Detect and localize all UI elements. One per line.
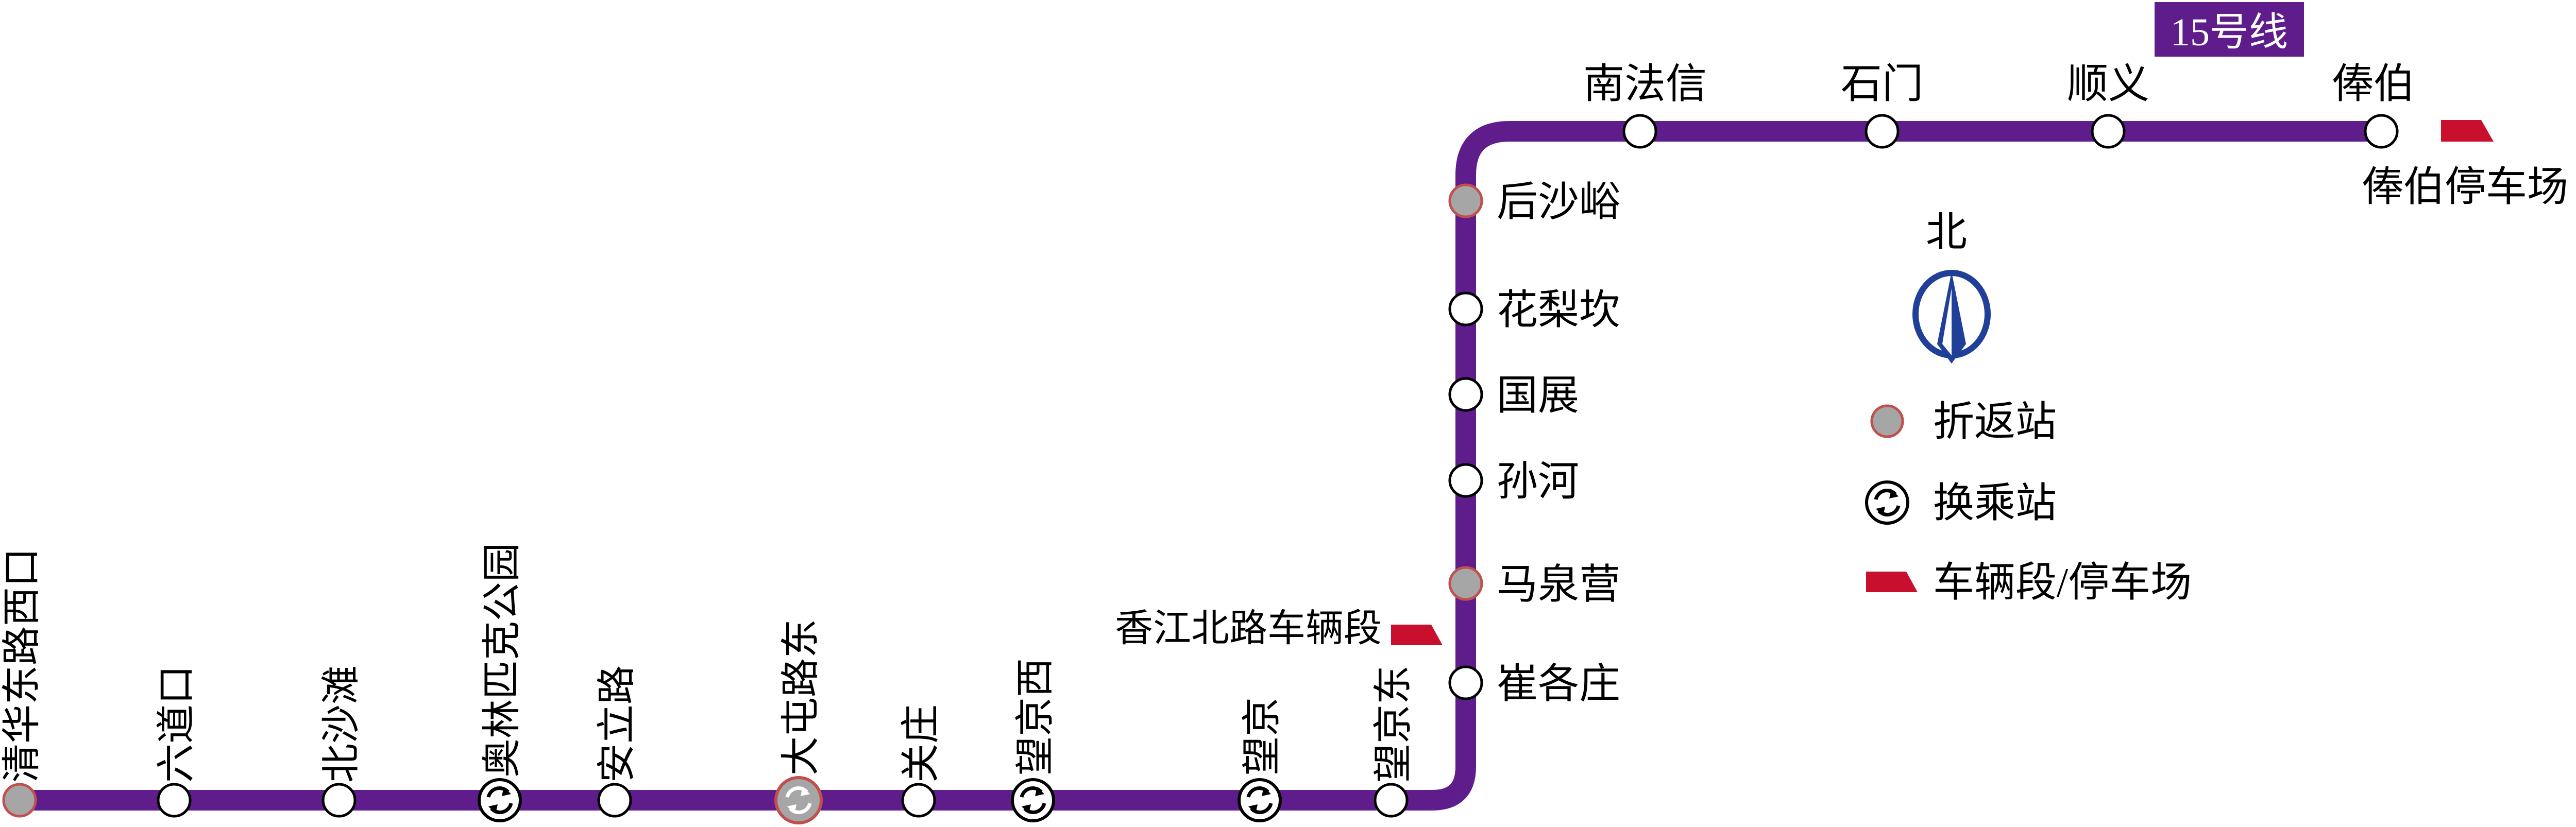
station-olympic-park[interactable]: 奥林匹克公园 [478,543,524,822]
station-datunludong[interactable]: 大屯路东 [774,619,823,824]
depot-icon [2441,120,2494,142]
depot-fengbo[interactable]: 俸伯停车场 [2362,120,2568,210]
line-badge: 15号线 [2155,2,2304,57]
station-dot-icon [1448,665,1483,700]
station-dot-icon [2364,114,2399,149]
station-label: 石门 [1841,62,1923,107]
station-hualikan[interactable]: 花梨坎 [1448,288,1620,333]
legend-label: 折返站 [1933,400,2057,445]
station-label: 大屯路东 [779,619,823,776]
station-dot-icon [1622,114,1657,149]
station-dot-icon [1448,377,1483,412]
legend-label: 车辆段/停车场 [1933,560,2192,606]
station-label: 六道口 [155,665,198,783]
station-wangjingxi[interactable]: 望京西 [1011,658,1057,822]
legend-item-depot: 车辆段/停车场 [1866,560,2192,606]
station-label: 安立路 [596,665,639,783]
transfer-station-icon [1011,778,1055,822]
turnback-station-icon [1448,183,1483,218]
station-sunhe[interactable]: 孙河 [1448,459,1579,505]
station-dot-icon [1448,291,1483,326]
station-label: 崔各庄 [1497,662,1620,707]
station-houshayu[interactable]: 后沙峪 [1448,180,1620,225]
station-dot-icon [901,783,936,818]
legend: 折返站 换乘站 车辆段/停车场 [1865,400,2192,606]
depot-icon [1866,572,1918,592]
station-dot-icon [321,783,357,818]
depot-label: 香江北路车辆段 [1115,608,1382,650]
turnback-station-icon [1448,566,1483,601]
station-nanfaxin[interactable]: 南法信 [1583,62,1707,149]
depot-xiangjiang-beilu[interactable]: 香江北路车辆段 [1115,608,1443,650]
station-dot-icon [1448,463,1483,498]
station-label: 后沙峪 [1497,180,1620,225]
station-label: 望京 [1241,697,1284,776]
north-arrow-icon [1912,270,1991,364]
station-label: 关庄 [900,704,943,783]
turnback-transfer-station-icon [774,776,823,824]
station-label: 奥林匹克公园 [481,543,524,778]
station-beishatan[interactable]: 北沙滩 [320,665,363,818]
station-dot-icon [597,783,632,818]
line-badge-label: 15号线 [2171,11,2288,54]
station-dot-icon [157,783,192,818]
station-maquanying[interactable]: 马泉营 [1448,562,1620,608]
station-guanzhuang[interactable]: 关庄 [900,704,943,818]
station-guozhan[interactable]: 国展 [1448,373,1579,419]
station-liudaokou[interactable]: 六道口 [155,665,198,818]
station-anlilu[interactable]: 安立路 [596,665,639,818]
station-label: 北沙滩 [320,665,363,783]
station-shimen[interactable]: 石门 [1841,62,1923,149]
legend-label: 换乘站 [1933,481,2057,526]
legend-item-turnback: 折返站 [1870,400,2057,445]
station-dot-icon [1374,783,1409,818]
station-wangjingdong[interactable]: 望京东 [1372,665,1415,818]
station-label: 国展 [1497,373,1579,419]
depot-icon [1391,625,1443,645]
station-label: 望京西 [1014,658,1057,776]
station-qinghuadonglu-xikou[interactable]: 清华东路西口 [1,548,44,818]
turnback-station-icon [1870,404,1904,438]
station-label: 俸伯 [2332,62,2415,107]
depot-label: 俸伯停车场 [2362,165,2568,210]
legend-item-transfer: 换乘站 [1865,480,2057,526]
station-label: 马泉营 [1497,562,1620,608]
station-dot-icon [2091,114,2126,149]
transfer-station-icon [1865,480,1909,525]
transfer-station-icon [478,778,522,822]
station-label: 孙河 [1497,459,1579,505]
station-label: 花梨坎 [1497,288,1620,333]
station-label: 望京东 [1372,665,1415,783]
turnback-station-icon [2,783,37,818]
station-wangjing[interactable]: 望京 [1238,697,1284,822]
station-fengbo[interactable]: 俸伯 [2332,62,2415,149]
station-shunyi[interactable]: 顺义 [2067,62,2149,149]
compass-label: 北 [1926,210,1967,255]
station-label: 清华东路西口 [1,548,44,783]
station-dot-icon [1865,114,1900,149]
station-label: 南法信 [1583,62,1707,107]
station-label: 顺义 [2067,62,2149,107]
compass: 北 [1912,210,1991,364]
route-line [20,121,2381,811]
station-cuigezhuang[interactable]: 崔各庄 [1448,662,1620,707]
transfer-station-icon [1238,778,1282,822]
